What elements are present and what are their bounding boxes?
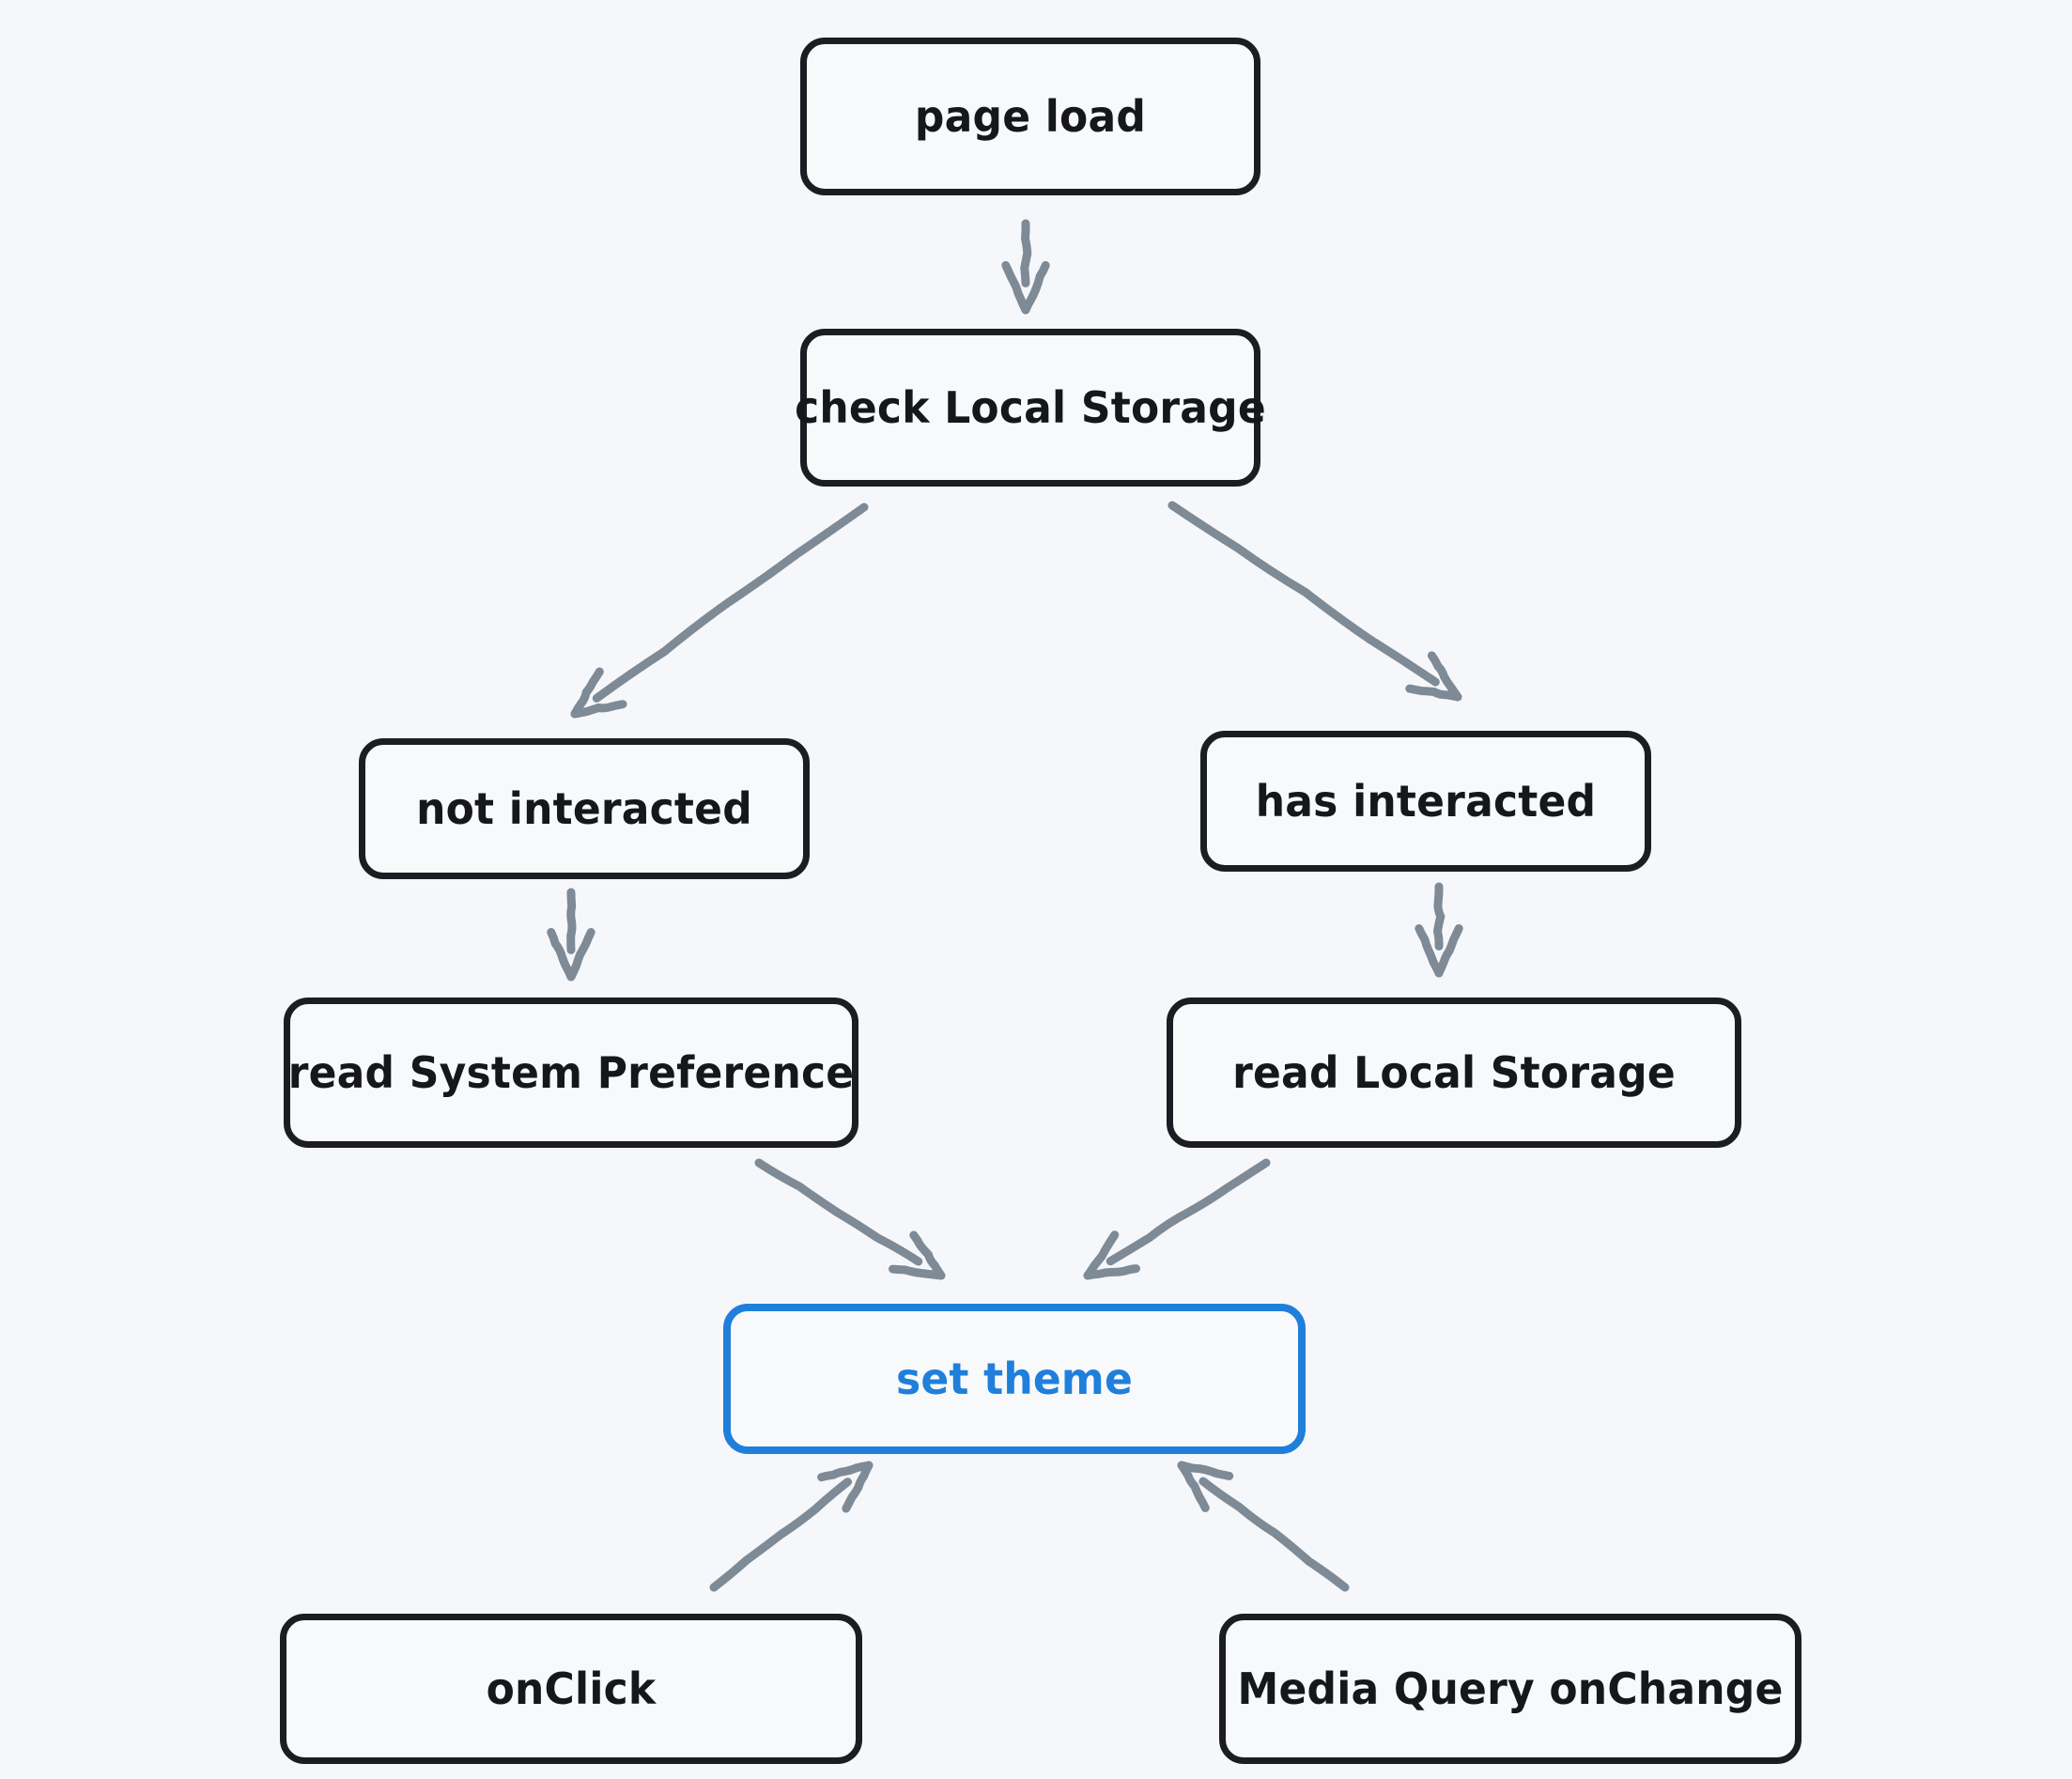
- edge-arrowhead: [1405, 684, 1462, 702]
- node-label-set-theme: set theme: [895, 1353, 1134, 1405]
- edge-arrowhead: [909, 1230, 946, 1280]
- node-not-interacted[interactable]: not interacted: [359, 738, 810, 879]
- edge-shaft: [1167, 501, 1440, 687]
- edge-read-local-storage-to-set-theme: [1083, 1158, 1271, 1280]
- node-label-has-interacted: has interacted: [1255, 775, 1597, 828]
- edge-arrowhead: [1177, 1461, 1210, 1512]
- edge-media-query-onchange-to-set-theme: [1177, 1461, 1350, 1592]
- edge-shaft: [1020, 219, 1032, 287]
- edge-check-local-storage-to-not-interacted: [570, 503, 869, 719]
- edge-arrowhead: [547, 928, 576, 982]
- node-label-media-query-onchange: Media Query onChange: [1237, 1663, 1784, 1715]
- node-label-read-system-preference: read System Preference: [287, 1046, 855, 1099]
- node-label-on-click: onClick: [486, 1663, 657, 1715]
- edge-arrowhead: [566, 928, 595, 982]
- edge-arrowhead: [1427, 651, 1462, 702]
- edge-not-interacted-to-read-system-preference: [547, 888, 595, 982]
- node-media-query-onchange[interactable]: Media Query onChange: [1219, 1614, 1801, 1764]
- edge-shaft: [1432, 882, 1446, 951]
- edge-arrowhead: [1083, 1264, 1140, 1280]
- node-page-load[interactable]: page load: [800, 38, 1260, 195]
- edge-shaft: [566, 888, 577, 954]
- node-check-local-storage[interactable]: check Local Storage: [795, 329, 1266, 487]
- edge-check-local-storage-to-has-interacted: [1167, 501, 1462, 702]
- node-label-page-load: page load: [914, 90, 1147, 143]
- edge-arrowhead: [817, 1461, 874, 1482]
- edge-arrowhead: [1415, 924, 1444, 978]
- edge-arrowhead: [1083, 1230, 1120, 1280]
- edge-read-system-preference-to-set-theme: [754, 1158, 946, 1280]
- edge-arrowhead: [1001, 261, 1030, 315]
- edge-shaft: [709, 1477, 852, 1592]
- edge-arrowhead: [1021, 261, 1050, 315]
- edge-arrowhead: [842, 1461, 874, 1513]
- node-read-local-storage[interactable]: read Local Storage: [1167, 998, 1741, 1148]
- edge-shaft: [1106, 1158, 1271, 1266]
- node-label-read-local-storage: read Local Storage: [1232, 1046, 1676, 1099]
- edge-shaft: [754, 1158, 923, 1266]
- node-has-interacted[interactable]: has interacted: [1200, 731, 1651, 872]
- edge-arrowhead: [1177, 1461, 1234, 1480]
- node-read-system-preference[interactable]: read System Preference: [284, 998, 858, 1148]
- node-label-check-local-storage: check Local Storage: [795, 381, 1266, 434]
- edge-has-interacted-to-read-local-storage: [1415, 882, 1463, 978]
- edge-page-load-to-check-local-storage: [1001, 219, 1050, 315]
- edge-arrowhead: [1434, 924, 1463, 978]
- node-label-not-interacted: not interacted: [416, 782, 752, 835]
- edge-arrowhead: [570, 667, 604, 719]
- edge-shaft: [1198, 1477, 1350, 1592]
- node-set-theme[interactable]: set theme: [723, 1304, 1306, 1454]
- edge-shaft: [592, 503, 869, 703]
- edge-arrowhead: [889, 1264, 946, 1280]
- node-on-click[interactable]: onClick: [280, 1614, 862, 1764]
- edge-arrowhead: [570, 700, 627, 719]
- edge-on-click-to-set-theme: [709, 1461, 874, 1592]
